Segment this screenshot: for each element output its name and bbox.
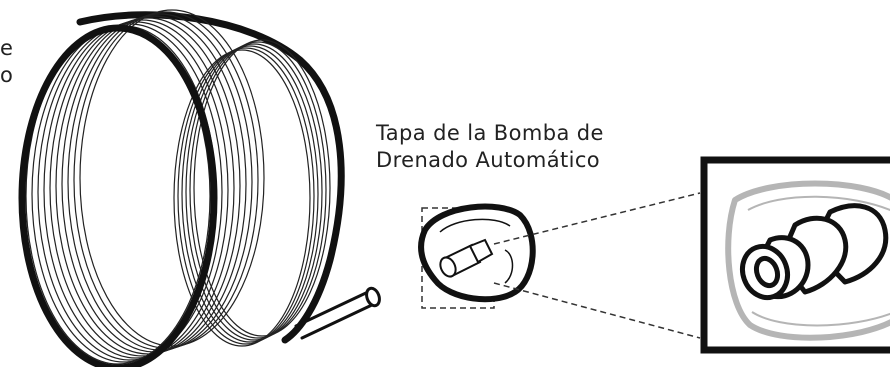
coil-inner xyxy=(173,39,331,347)
pump-cap-small xyxy=(418,203,536,309)
inset-frame xyxy=(700,156,890,354)
pump-cap-label-line-2: Drenado Automático xyxy=(376,148,601,172)
zoom-inset xyxy=(700,156,890,354)
tube-end xyxy=(294,286,381,340)
zoom-lines xyxy=(493,192,701,339)
coil-outer-back xyxy=(76,11,345,344)
inset-cap-outline xyxy=(725,180,890,341)
inset-nozzle xyxy=(739,203,889,301)
tubing-coil xyxy=(18,9,381,371)
cropped-label-line-1: e xyxy=(0,36,14,60)
pump-cap-label-line-1: Tapa de la Bomba de xyxy=(376,121,604,145)
cropped-label-line-2: o xyxy=(0,63,14,87)
cap-nozzle xyxy=(439,238,494,278)
coil-outer-front xyxy=(18,24,218,371)
cropped-tubing-label: e o xyxy=(0,35,16,89)
pump-cap-label: Tapa de la Bomba de Drenado Automático xyxy=(376,120,604,174)
